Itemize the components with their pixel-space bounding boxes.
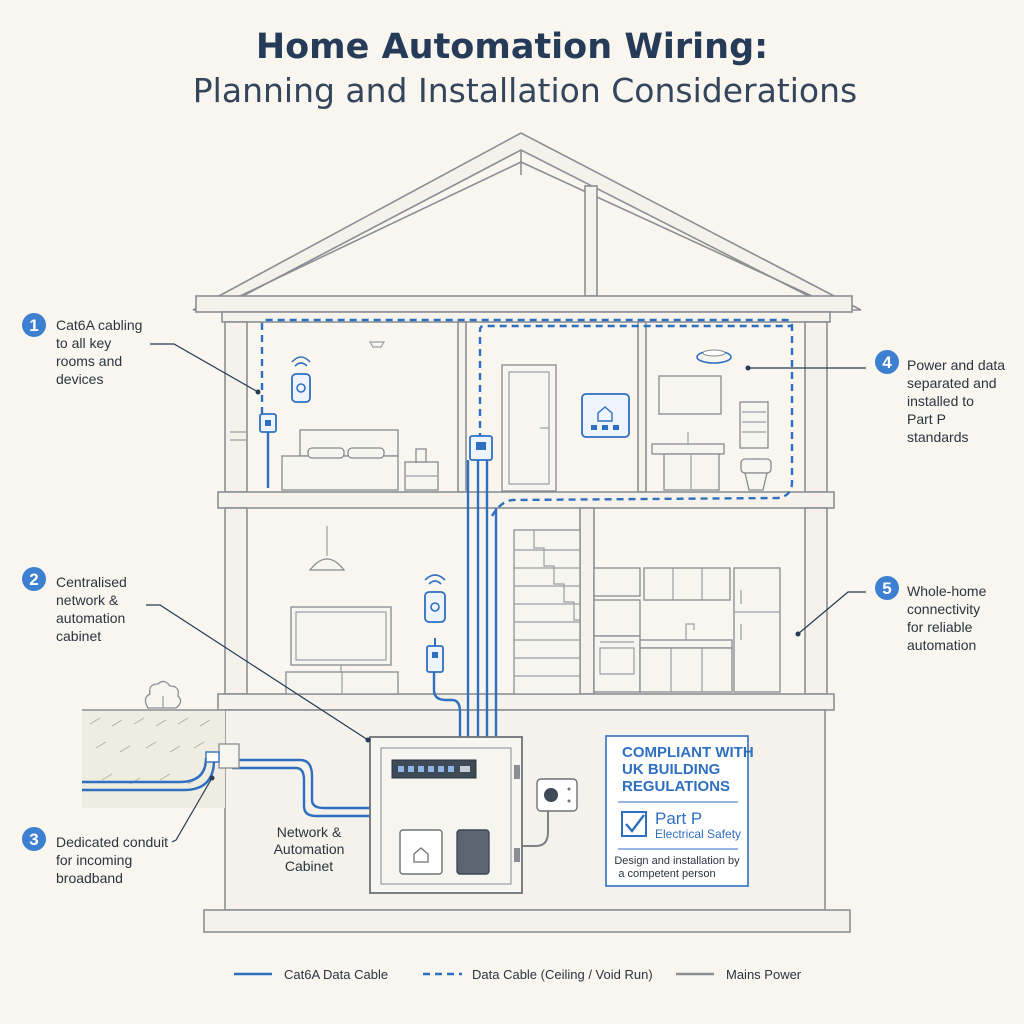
callout-4: 4 Power and data separated and installed…	[875, 350, 1005, 445]
svg-text:Centralised: Centralised	[56, 574, 127, 590]
living-data-outlet	[426, 638, 444, 673]
svg-text:UK BUILDING: UK BUILDING	[622, 761, 720, 778]
power-socket	[536, 778, 578, 812]
page-subtitle: Planning and Installation Considerations	[193, 71, 857, 110]
callout-badge	[875, 350, 899, 374]
svg-text:Part P: Part P	[907, 411, 946, 427]
callout-badge	[22, 567, 46, 591]
svg-text:REGULATIONS: REGULATIONS	[622, 778, 730, 795]
upper-floor	[217, 321, 835, 509]
svg-text:Cabinet: Cabinet	[285, 858, 333, 874]
svg-text:2: 2	[29, 570, 38, 589]
callout-badge	[875, 576, 899, 600]
landing-data-outlet	[469, 435, 493, 461]
automation-cabinet	[369, 736, 523, 894]
svg-text:automation: automation	[907, 637, 976, 653]
home-hub	[399, 829, 443, 875]
bedroom	[281, 341, 439, 491]
legend: Cat6A Data Cable Data Cable (Ceiling / V…	[234, 967, 802, 982]
callout-3: 3 Dedicated conduit for incoming broadba…	[22, 827, 168, 886]
svg-text:rooms and: rooms and	[56, 353, 122, 369]
svg-text:devices: devices	[56, 371, 103, 387]
svg-text:Mains Power: Mains Power	[726, 967, 802, 982]
svg-text:Electrical Safety: Electrical Safety	[655, 827, 741, 841]
ground-floor	[217, 507, 835, 711]
svg-text:Power and data: Power and data	[907, 357, 1005, 373]
svg-text:for incoming: for incoming	[56, 852, 132, 868]
svg-text:Design and installation by: Design and installation by	[614, 855, 740, 867]
smart-control-panel	[581, 393, 630, 438]
svg-text:separated and: separated and	[907, 375, 997, 391]
svg-text:to all key: to all key	[56, 335, 111, 351]
checkbox-icon	[621, 811, 647, 837]
cabinet-label: Network & Automation Cabinet	[274, 824, 345, 874]
living-smart-sensor	[424, 574, 446, 623]
svg-text:a competent person: a competent person	[618, 868, 715, 880]
svg-text:standards: standards	[907, 429, 968, 445]
landing	[501, 364, 557, 492]
svg-text:cabinet: cabinet	[56, 628, 101, 644]
compliance-box: COMPLIANT WITH UK BUILDING REGULATIONS P…	[605, 735, 754, 887]
dashed-ceiling-runs	[260, 318, 794, 517]
ground-outside	[82, 680, 225, 808]
svg-text:Cat6A Data Cable: Cat6A Data Cable	[284, 967, 388, 982]
mains-power-lines	[520, 806, 549, 847]
svg-text:connectivity: connectivity	[907, 601, 980, 617]
bedroom-data-outlet	[259, 413, 277, 433]
bathroom	[651, 349, 772, 491]
power-supply-unit	[456, 829, 490, 875]
page-title: Home Automation Wiring:	[256, 27, 768, 67]
callout-badge	[22, 313, 46, 337]
svg-text:Dedicated conduit: Dedicated conduit	[56, 834, 168, 850]
svg-text:broadband: broadband	[56, 870, 123, 886]
svg-text:for reliable: for reliable	[907, 619, 973, 635]
callout-5: 5 Whole-home connectivity for reliable a…	[875, 576, 987, 653]
callout-badge	[22, 827, 46, 851]
svg-text:COMPLIANT WITH: COMPLIANT WITH	[622, 744, 754, 761]
callout-leaders	[146, 343, 866, 843]
living-room	[285, 526, 399, 695]
callout-1: 1 Cat6A cabling to all key rooms and dev…	[22, 313, 142, 387]
kitchen	[593, 567, 781, 693]
callout-2: 2 Centralised network & automation cabin…	[22, 567, 127, 644]
svg-text:Network &: Network &	[277, 824, 342, 840]
svg-text:4: 4	[882, 353, 892, 372]
svg-text:3: 3	[29, 830, 38, 849]
roof	[192, 132, 862, 323]
svg-text:Data Cable (Ceiling / Void Run: Data Cable (Ceiling / Void Run)	[472, 967, 653, 982]
bedroom-smart-sensor	[291, 356, 311, 403]
svg-text:Cat6A cabling: Cat6A cabling	[56, 317, 142, 333]
svg-text:installed to: installed to	[907, 393, 974, 409]
broadband-conduit	[205, 743, 240, 769]
svg-text:5: 5	[882, 579, 891, 598]
svg-text:Part P: Part P	[655, 809, 702, 828]
svg-text:automation: automation	[56, 610, 125, 626]
svg-text:1: 1	[29, 316, 38, 335]
svg-text:Whole-home: Whole-home	[907, 583, 987, 599]
svg-text:network &: network &	[56, 592, 119, 608]
svg-text:Automation: Automation	[274, 841, 345, 857]
